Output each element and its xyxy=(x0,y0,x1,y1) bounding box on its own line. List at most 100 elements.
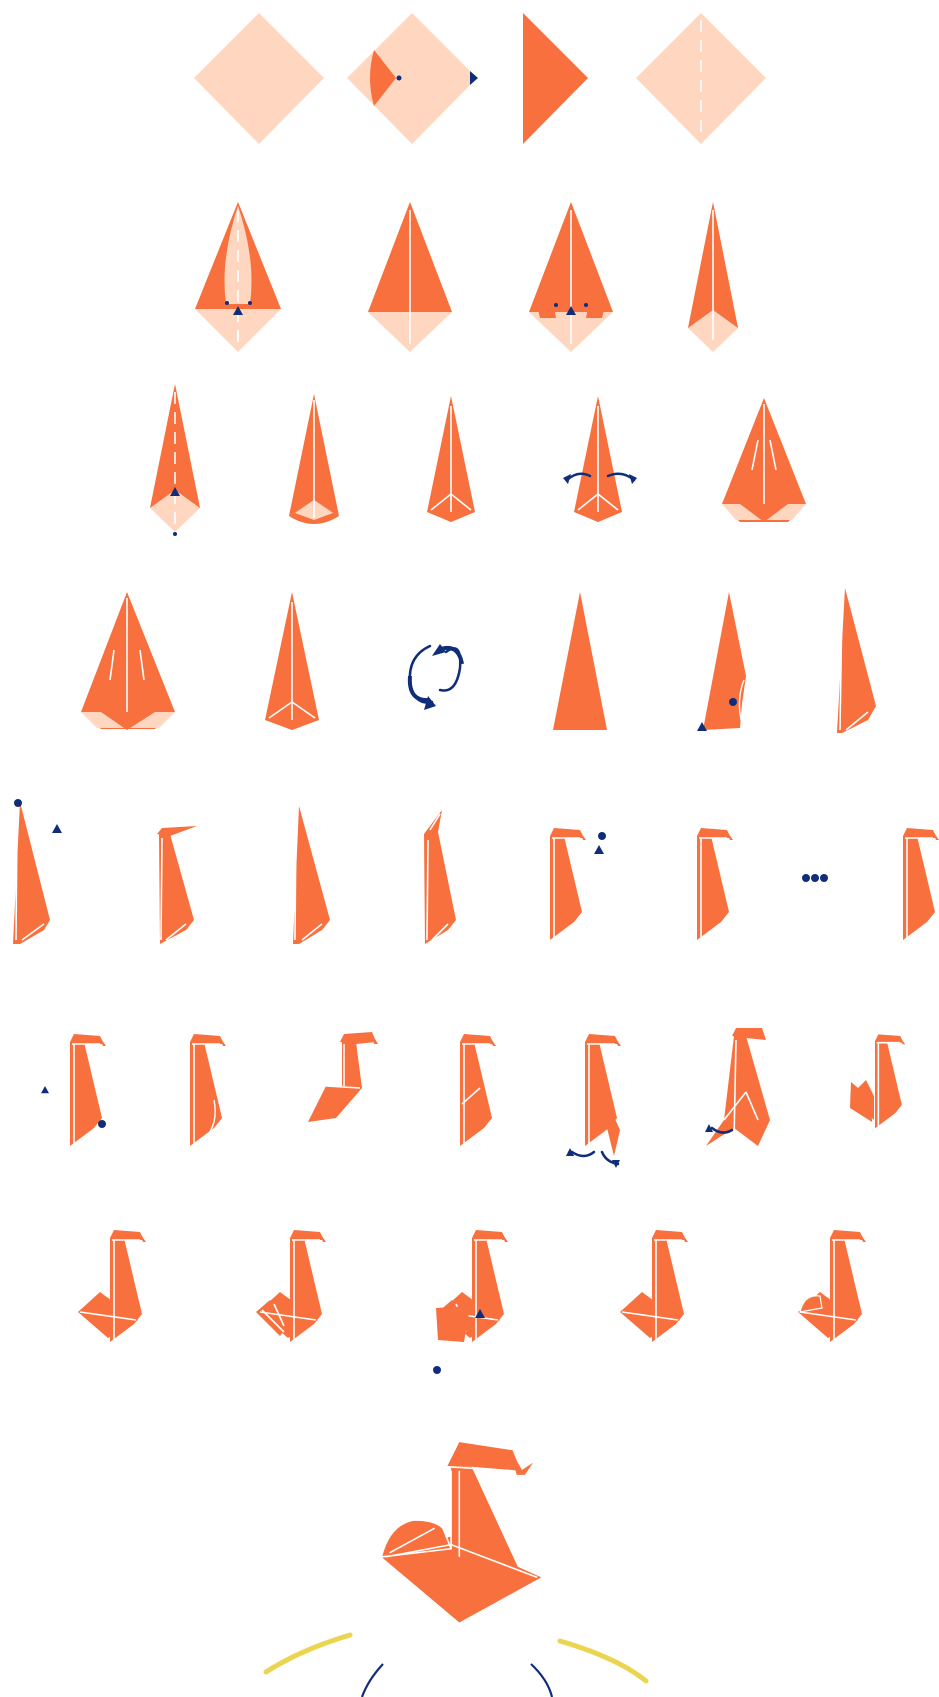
step-8-narrow-kite xyxy=(688,202,738,352)
triangle-marker xyxy=(470,71,478,85)
step-18-spike-bent xyxy=(697,592,746,731)
head-shape xyxy=(875,1034,904,1042)
dot-marker xyxy=(802,874,810,882)
step-5-kite-open xyxy=(195,202,281,352)
navy-curve-right xyxy=(531,1664,552,1697)
paper-square xyxy=(194,13,324,144)
step-10-narrow-kite-curved xyxy=(289,394,339,524)
step-39-swan-round xyxy=(798,1230,866,1342)
head-shape xyxy=(190,1034,224,1044)
paper-shape xyxy=(81,592,175,729)
head-shape xyxy=(697,828,731,838)
dot-marker xyxy=(225,301,229,305)
step-4-square-creased xyxy=(636,13,766,144)
paper-flap xyxy=(267,720,317,730)
arrowhead xyxy=(629,474,637,484)
paper-triangle xyxy=(523,13,588,144)
dot-marker xyxy=(598,832,606,840)
paper-spike xyxy=(293,806,330,944)
paper-flap xyxy=(429,512,473,522)
dot-marker xyxy=(14,799,22,807)
dot-marker xyxy=(173,532,177,536)
step-40-final-swan xyxy=(381,1442,541,1622)
neck-shape xyxy=(308,1042,362,1122)
fold-steps xyxy=(13,13,939,1623)
dot-marker xyxy=(729,698,737,706)
step-2-square-fold-right xyxy=(347,13,478,144)
step-19-thin-spike xyxy=(837,588,876,733)
step-37-swan-wings xyxy=(433,1230,508,1374)
step-38-swan xyxy=(620,1230,688,1342)
step-24-neck-head xyxy=(550,828,606,940)
step-9-narrow-kite xyxy=(150,384,200,536)
step-17-spike-plain xyxy=(553,592,607,730)
step-16-turn-over-icon xyxy=(410,644,462,710)
step-14-wide-spike xyxy=(81,592,175,730)
head-shape xyxy=(585,1034,619,1044)
head-shape xyxy=(447,1442,521,1471)
step-23-neck-tip xyxy=(424,810,456,944)
dot-marker xyxy=(811,874,819,882)
head-shape xyxy=(70,1034,104,1044)
step-7-kite-flaps xyxy=(529,202,613,352)
step-32-neck-split xyxy=(566,1034,621,1168)
dot-marker xyxy=(584,303,588,307)
final-decoration xyxy=(266,1635,646,1697)
step-29-neck-curl xyxy=(190,1034,226,1146)
step-25-neck-head xyxy=(697,828,733,940)
dot-marker xyxy=(98,1120,106,1128)
crease-line xyxy=(16,812,17,940)
dot-marker xyxy=(820,874,828,882)
neck-shape xyxy=(159,834,194,944)
head-shape xyxy=(157,826,197,836)
head-shape xyxy=(550,828,584,838)
lower-flap xyxy=(436,1306,470,1342)
step-1-square-blank xyxy=(194,13,324,144)
paper-flap xyxy=(576,512,620,522)
head-shape xyxy=(290,1230,324,1240)
step-3-triangle-folded xyxy=(523,13,588,144)
dot-marker xyxy=(433,1366,441,1374)
head-shape xyxy=(830,1230,864,1240)
navy-curve-left xyxy=(362,1664,383,1697)
dot-marker xyxy=(554,303,558,307)
step-31-neck-head xyxy=(460,1034,496,1146)
step-6-kite xyxy=(368,202,452,352)
turn-over-icon xyxy=(410,676,430,700)
neck-shape xyxy=(424,810,456,944)
step-35-swan xyxy=(78,1230,146,1342)
head-shape xyxy=(110,1230,144,1240)
step-27-neck-head xyxy=(903,828,939,940)
arrow-icon xyxy=(572,1152,594,1156)
head-shape xyxy=(652,1230,686,1240)
dot-marker xyxy=(397,76,402,81)
step-11-spike xyxy=(427,396,475,522)
crease-line xyxy=(161,838,162,940)
paper-spike xyxy=(837,588,876,733)
head-shape xyxy=(472,1230,506,1240)
step-36-swan-wings xyxy=(256,1230,326,1342)
paper-spike xyxy=(553,592,607,730)
triangle-marker xyxy=(594,845,604,854)
step-28-neck-head xyxy=(41,1034,106,1146)
paper-square xyxy=(347,13,477,144)
step-21-neck-head xyxy=(157,826,197,944)
step-33-neck-split-wide xyxy=(705,1028,770,1146)
step-20-thin-spike xyxy=(13,799,62,944)
step-26-ellipsis xyxy=(802,874,828,882)
yellow-line-left xyxy=(266,1635,350,1672)
crease-line xyxy=(295,816,296,940)
head-shape xyxy=(340,1032,376,1044)
step-12-spike-arrows xyxy=(563,396,637,522)
step-34-swan-small xyxy=(850,1034,905,1128)
step-30-neck-bent-tail xyxy=(308,1032,378,1122)
triangle-marker xyxy=(52,824,62,833)
step-15-spike xyxy=(265,592,319,730)
head-shape xyxy=(903,828,937,838)
dot-marker xyxy=(248,301,252,305)
step-13-wide-spike xyxy=(722,398,806,522)
paper-spike xyxy=(13,802,50,944)
triangle-marker xyxy=(41,1086,49,1093)
crease-line xyxy=(427,840,428,940)
yellow-line-right xyxy=(560,1641,646,1681)
